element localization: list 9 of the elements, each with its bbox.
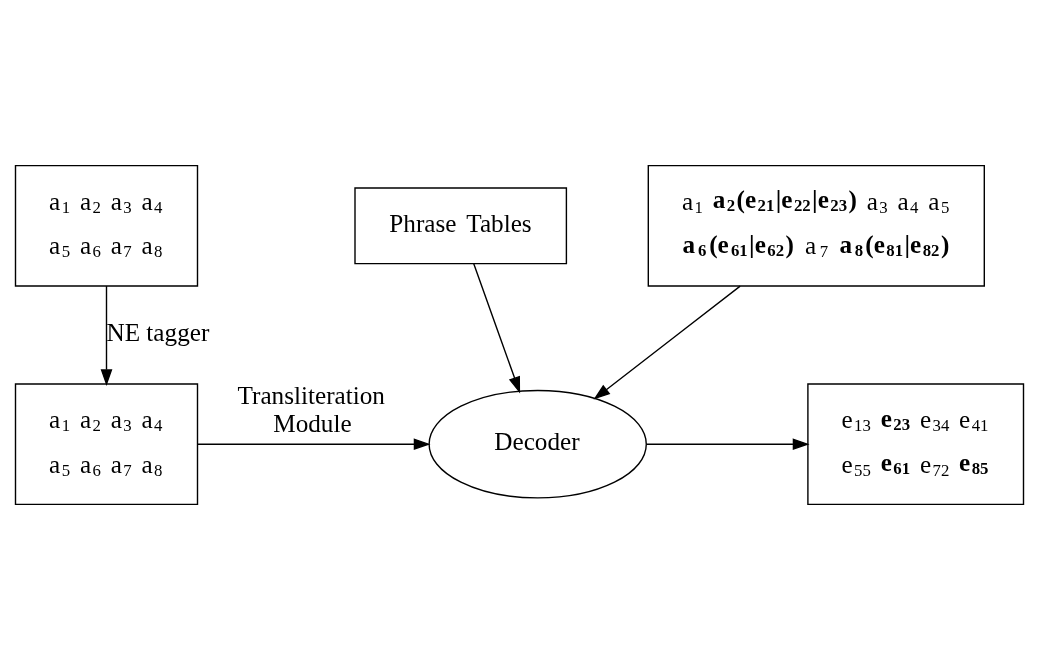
- edge-label: NE tagger: [106, 319, 209, 347]
- node-ellipse: Decoder: [427, 389, 647, 499]
- arrow: [100, 285, 112, 387]
- arrow: [196, 438, 431, 451]
- arrow: [472, 263, 520, 394]
- arrow: [593, 285, 741, 400]
- edge-label: Transliteration Module: [237, 382, 385, 438]
- node-box: Phrase Tables: [353, 187, 567, 265]
- arrow: [645, 438, 810, 451]
